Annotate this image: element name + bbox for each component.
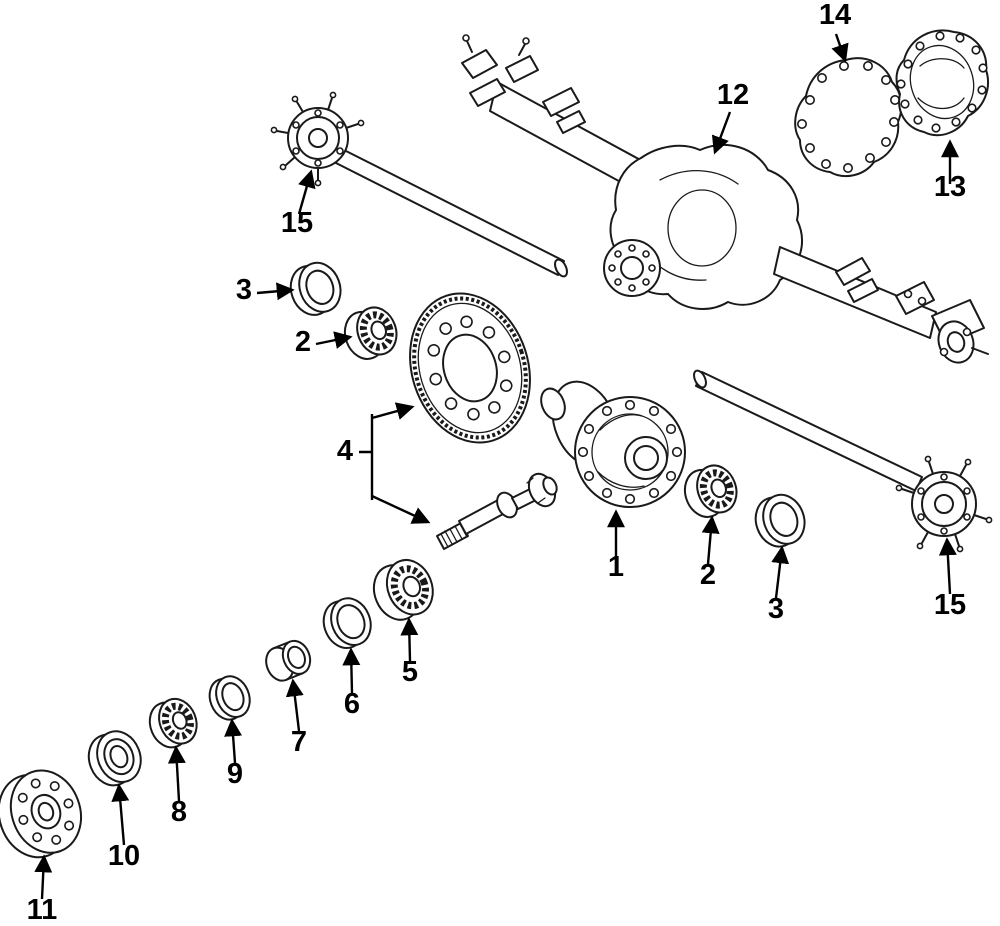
seal-ring	[322, 597, 372, 649]
bearing-race-left	[289, 261, 342, 316]
callout-2-left[interactable]: 2	[295, 326, 311, 358]
callout-2-right[interactable]: 2	[700, 559, 716, 591]
leader-arrows	[34, 33, 959, 900]
callout-12[interactable]: 12	[717, 79, 749, 111]
pinion-inner-bearing	[372, 559, 434, 621]
arrow-4-bracket	[359, 414, 374, 500]
differential-cover	[895, 29, 989, 137]
arrow-12	[711, 111, 732, 155]
callout-15-left[interactable]: 15	[281, 207, 313, 239]
arrow-2-right	[701, 515, 720, 565]
cover-gasket	[794, 57, 903, 178]
pinion-flange	[0, 769, 82, 859]
axle-housing	[461, 34, 989, 364]
ring-gear	[409, 292, 531, 444]
callout-13[interactable]: 13	[934, 171, 966, 203]
arrow-8	[167, 745, 186, 802]
callout-3-right[interactable]: 3	[768, 593, 784, 625]
arrow-2-left	[315, 331, 353, 349]
arrow-4-pinion	[371, 494, 431, 524]
callout-8[interactable]: 8	[171, 796, 187, 828]
arrow-11	[34, 854, 53, 900]
callout-3-left[interactable]: 3	[236, 274, 252, 306]
pinion-gear	[436, 472, 558, 550]
differential-case	[540, 380, 686, 508]
arrow-9	[224, 718, 243, 764]
callout-5[interactable]: 5	[402, 656, 418, 688]
pinion-outer-bearing	[148, 697, 198, 749]
axle-shaft-right	[693, 369, 993, 553]
callout-15-right[interactable]: 15	[934, 589, 966, 621]
arrow-15-right	[938, 537, 957, 595]
bearing-race-right	[754, 493, 806, 548]
callout-9[interactable]: 9	[227, 758, 243, 790]
callout-4[interactable]: 4	[337, 435, 353, 467]
arrow-7	[285, 678, 304, 732]
axle-shaft-left	[270, 91, 568, 278]
callout-10[interactable]: 10	[108, 840, 140, 872]
retainer-ring	[208, 675, 251, 721]
pinion-oil-seal	[87, 730, 142, 787]
callout-14[interactable]: 14	[819, 0, 851, 31]
arrow-3-left	[256, 282, 295, 301]
arrow-4-ring-gear	[371, 402, 415, 420]
arrow-3-right	[771, 545, 790, 599]
tapered-bearing-left	[343, 306, 398, 360]
arrow-14	[831, 33, 849, 63]
arrow-15-left	[297, 169, 316, 215]
arrow-10	[111, 783, 130, 846]
callout-11[interactable]: 11	[27, 894, 58, 926]
bearing-spacer	[265, 639, 312, 682]
callout-labels: 14 13 12 15 3 2 4 1 2 3 15 5 6 7 9 8 10 …	[27, 0, 966, 926]
callout-6[interactable]: 6	[344, 688, 360, 720]
callout-1[interactable]: 1	[608, 551, 624, 583]
arrow-5	[400, 617, 419, 662]
tapered-bearing-right	[683, 464, 738, 518]
callout-7[interactable]: 7	[291, 726, 307, 758]
arrow-6	[342, 647, 361, 694]
